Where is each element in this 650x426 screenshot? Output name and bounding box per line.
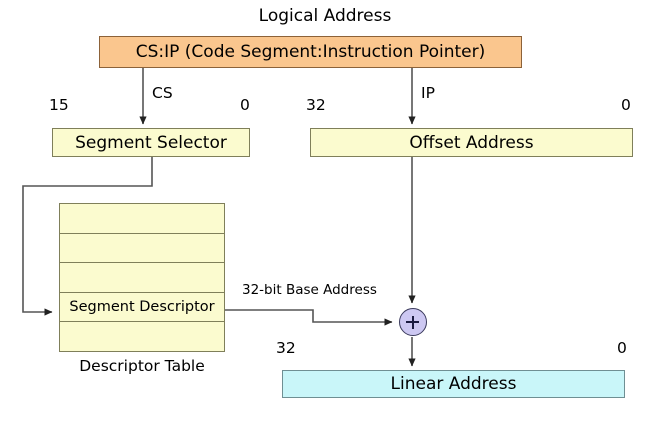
descriptor-table-row-segment-descriptor: Segment Descriptor <box>60 293 224 323</box>
descriptor-table-row <box>60 204 224 234</box>
page-title: Logical Address <box>258 6 392 26</box>
linear-address-lsb-label: 0 <box>617 339 627 357</box>
logical-address-box: CS:IP (Code Segment:Instruction Pointer) <box>99 36 522 68</box>
segment-selector-lsb-label: 0 <box>240 96 250 114</box>
base-address-label: 32-bit Base Address <box>242 282 377 298</box>
plus-vertical-stroke <box>411 315 414 329</box>
linear-address-msb-label: 32 <box>276 339 296 357</box>
segment-selector-msb-label: 15 <box>49 96 69 114</box>
offset-address-box: Offset Address <box>310 128 633 157</box>
offset-address-lsb-label: 0 <box>621 96 631 114</box>
linear-address-box: Linear Address <box>282 370 625 398</box>
offset-address-msb-label: 32 <box>306 96 326 114</box>
descriptor-table-row <box>60 322 224 351</box>
cs-branch-label: CS <box>152 84 173 102</box>
ip-branch-label: IP <box>421 84 435 102</box>
wire-descriptor-to-adder <box>225 309 393 326</box>
descriptor-table-row <box>60 263 224 293</box>
adder-icon <box>399 308 427 336</box>
descriptor-table: Segment Descriptor <box>59 203 225 352</box>
segment-selector-box: Segment Selector <box>52 128 250 157</box>
descriptor-table-row <box>60 234 224 264</box>
descriptor-table-caption: Descriptor Table <box>79 357 205 375</box>
